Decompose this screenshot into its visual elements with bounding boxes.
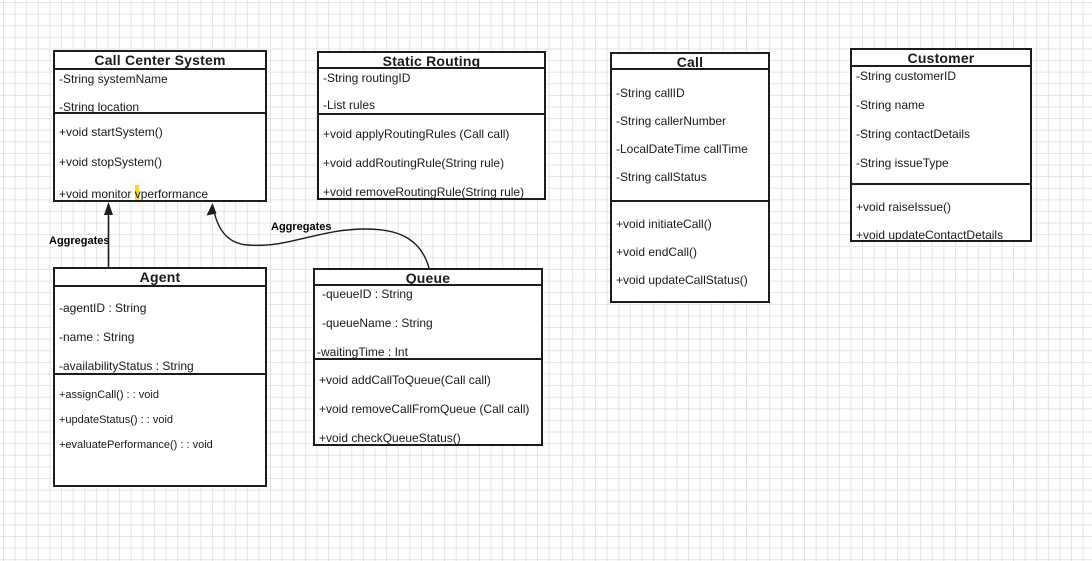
attribute[interactable]: -String customerID [856,69,957,83]
method[interactable]: +void checkQueueStatus() [319,431,461,445]
method[interactable]: +evaluatePerformance() : : void [59,439,213,451]
class-box-call-center-system[interactable]: Call Center System -String systemName -S… [53,50,267,202]
method[interactable]: +void raiseIssue() [856,200,952,214]
arrowhead [104,202,113,215]
attributes-section: -agentID : String -name : String -availa… [55,287,265,375]
class-box-static-routing[interactable]: Static Routing -String routingID -List r… [317,51,546,200]
attribute[interactable]: -String callerNumber [616,114,727,128]
class-box-customer[interactable]: Customer -String customerID -String name… [850,48,1032,242]
attribute[interactable]: -String location [59,100,140,114]
attribute[interactable]: -LocalDateTime callTime [616,142,748,156]
method[interactable]: +void updateCallStatus() [616,273,748,287]
edge-label-aggregates-agent[interactable]: Aggregates [49,235,110,247]
attributes-section: -String callID -String callerNumber -Loc… [612,70,768,202]
methods-section: +void raiseIssue() +void updateContactDe… [852,185,1030,256]
methods-section: +void startSystem() +void stopSystem() +… [55,114,265,215]
method[interactable]: +void removeCallFromQueue (Call call) [319,402,530,416]
methods-section: +void applyRoutingRules (Call call) +voi… [319,115,544,214]
attribute[interactable]: -String contactDetails [856,127,971,141]
aggregation-connector-queue-to-callcentersystem[interactable] [206,203,430,269]
aggregation-connector-agent-to-callcentersystem[interactable] [104,202,113,267]
methods-section: +void initiateCall() +void endCall() +vo… [612,202,768,301]
method-being-edited[interactable]: +void monitor vperformance [55,185,265,215]
method[interactable]: +void addRoutingRule(String rule) [323,156,505,170]
attribute[interactable]: -queueName : String [322,316,433,330]
text-edit-caret-icon [134,185,139,200]
method-text-before-caret: +void monitor [59,187,135,201]
attribute[interactable]: -String callID [616,86,685,100]
attribute[interactable]: -List rules [323,98,376,112]
class-title: Customer [852,50,1030,67]
attributes-section: -queueID : String -queueName : String -w… [315,286,541,360]
class-title: Queue [315,270,541,286]
class-title: Call Center System [55,52,265,70]
attribute[interactable]: -String routingID [323,71,411,85]
class-title: Agent [55,269,265,287]
method[interactable]: +assignCall() : : void [59,389,159,401]
method[interactable]: +void applyRoutingRules (Call call) [323,127,510,141]
attribute[interactable]: -String issueType [856,156,949,170]
attribute[interactable]: -agentID : String [59,301,147,315]
attribute[interactable]: -String systemName [59,72,168,86]
method-text-after-caret: vperformance [134,187,209,201]
class-box-agent[interactable]: Agent -agentID : String -name : String -… [53,267,267,487]
attribute[interactable]: -name : String [59,330,135,344]
method[interactable]: +void stopSystem() [59,155,163,169]
attributes-section: -String customerID -String name -String … [852,67,1030,185]
method[interactable]: +updateStatus() : : void [59,414,174,426]
attributes-section: -String routingID -List rules [319,69,544,115]
class-box-call[interactable]: Call -String callID -String callerNumber… [610,52,770,303]
methods-section: +assignCall() : : void +updateStatus() :… [55,375,265,463]
attribute[interactable]: -availabilityStatus : String [59,359,194,373]
method[interactable]: +void addCallToQueue(Call call) [319,373,491,387]
method[interactable]: +void startSystem() [59,125,163,139]
attribute[interactable]: -waitingTime : Int [317,345,408,359]
methods-section: +void addCallToQueue(Call call) +void re… [315,360,541,460]
method[interactable]: +void endCall() [616,245,698,259]
class-box-queue[interactable]: Queue -queueID : String -queueName : Str… [313,268,543,446]
attribute[interactable]: -String callStatus [616,170,707,184]
method[interactable]: +void removeRoutingRule(String rule) [323,185,525,199]
attributes-section: -String systemName -String location [55,70,265,114]
method[interactable]: +void initiateCall() [616,217,712,231]
method[interactable]: +void updateContactDetails [856,228,1004,242]
attribute[interactable]: -queueID : String [322,287,413,301]
class-title: Static Routing [319,53,544,69]
class-title: Call [612,54,768,70]
edge-label-aggregates-queue[interactable]: Aggregates [271,221,332,233]
attribute[interactable]: -String name [856,98,925,112]
arrowhead [206,203,217,216]
